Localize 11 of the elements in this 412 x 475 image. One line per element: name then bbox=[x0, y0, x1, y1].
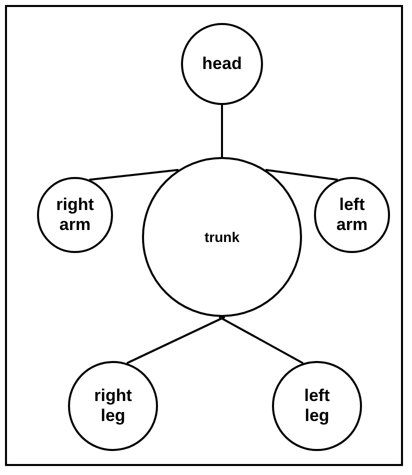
connector-line bbox=[218, 316, 304, 364]
connector-line bbox=[265, 168, 338, 181]
node-label: left leg bbox=[303, 386, 331, 426]
node-label: left arm bbox=[335, 194, 369, 236]
connector-line bbox=[126, 316, 226, 364]
connector-line bbox=[221, 105, 223, 157]
node-label: trunk bbox=[204, 228, 240, 246]
node-label: head bbox=[201, 54, 243, 74]
connector-line bbox=[89, 168, 179, 181]
node-label: right arm bbox=[55, 194, 95, 236]
node-label: right leg bbox=[93, 386, 133, 426]
